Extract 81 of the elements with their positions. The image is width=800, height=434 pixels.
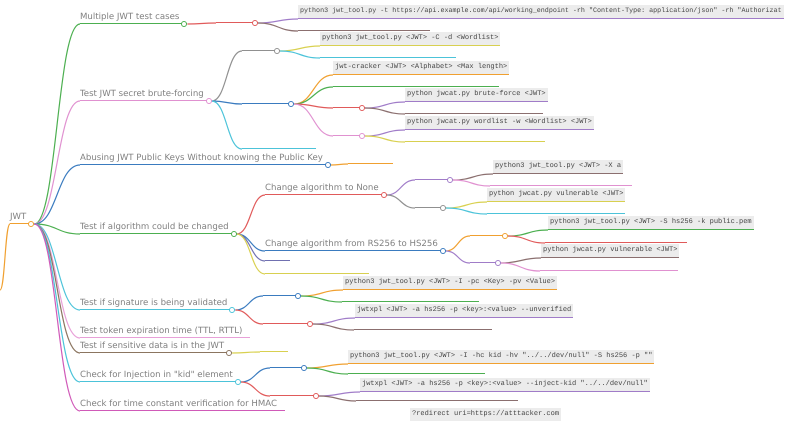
branch-line [235, 295, 264, 311]
branch-line [34, 100, 80, 225]
underline-branch [470, 260, 501, 263]
topic-label: Test JWT secret brute-forcing [80, 89, 212, 101]
underline-branch [333, 105, 365, 108]
underline-branch [216, 20, 258, 23]
branch-line [236, 233, 266, 252]
topic-label: Check for time constant verification for HMAC [80, 399, 285, 411]
underline-branch [342, 299, 479, 302]
topic-label: Test if sensitive data is in the JWT [80, 341, 232, 353]
underline-branch [263, 321, 313, 324]
topic-label: Test token expiration time (TTL, RTTL) [80, 326, 250, 338]
branch-line [446, 250, 470, 264]
branch-line [508, 235, 546, 244]
underline-branch [320, 55, 456, 58]
underline-branch [354, 327, 492, 330]
topic-label: Change algorithm from RS256 to HS256 [265, 239, 446, 251]
branch-line [258, 22, 298, 32]
underline-branch [270, 393, 319, 396]
underline-branch [415, 177, 453, 180]
topic-label: Abusing JWT Public Keys Without knowing the Public Key [80, 153, 331, 165]
branch-line [364, 107, 406, 115]
topic-label: Test if signature is being validated [80, 298, 236, 310]
branch-line [34, 24, 80, 224]
underline-branch [348, 161, 393, 164]
underline-branch [263, 293, 301, 296]
underline-branch [242, 146, 316, 149]
branch-line [34, 164, 80, 225]
underline-branch [265, 271, 369, 274]
underline-branch [490, 183, 632, 186]
branch-line [364, 135, 406, 143]
underline-branch [415, 205, 446, 208]
branch-line [240, 381, 270, 397]
branch-line [446, 235, 470, 252]
branch-line [232, 351, 260, 354]
branch-line [330, 163, 348, 166]
underline-branch [242, 101, 294, 104]
branch-line [500, 262, 540, 272]
underline-branch [298, 28, 430, 31]
underline-branch [405, 139, 545, 142]
branch-line [34, 224, 80, 412]
branch-line [294, 74, 334, 105]
underline-branch [270, 365, 307, 368]
topic-label: Multiple JWT test cases [80, 12, 188, 24]
branch-line [280, 50, 320, 59]
branch-line [236, 233, 266, 275]
branch-line [187, 22, 216, 25]
underline-branch [333, 133, 365, 136]
underline-branch [348, 371, 485, 374]
branch-line [236, 194, 266, 235]
topic-label: Test if algorithm could be changed [80, 222, 237, 234]
underline-branch [405, 111, 543, 114]
branch-line [300, 295, 342, 303]
underline-branch [242, 48, 280, 51]
branch-line [212, 100, 242, 105]
underline-branch [356, 398, 518, 401]
underline-branch [470, 233, 508, 236]
underline-branch [333, 84, 499, 87]
branch-line [212, 50, 242, 102]
topic-label: JWT [10, 212, 34, 224]
topic-label: Check for Injection in "kid" element [80, 370, 241, 382]
branch-line [0, 224, 10, 290]
underline-branch [487, 211, 625, 214]
topic-label: Change algorithm to None [265, 183, 387, 195]
branch-line [235, 309, 264, 325]
branch-line [446, 207, 488, 215]
branch-line [318, 395, 356, 402]
branch-line [236, 233, 266, 262]
branch-line [452, 179, 490, 187]
branch-line [386, 179, 416, 196]
underline-branch [265, 258, 290, 261]
branch-line [294, 103, 334, 137]
branch-line [312, 323, 354, 331]
underline-branch [260, 349, 288, 352]
branch-line [386, 194, 416, 209]
underline-branch [540, 268, 678, 271]
branch-line [212, 100, 242, 150]
underline-branch [545, 240, 687, 243]
branch-line [240, 367, 270, 383]
branch-line [34, 223, 80, 235]
branch-line [306, 367, 348, 375]
